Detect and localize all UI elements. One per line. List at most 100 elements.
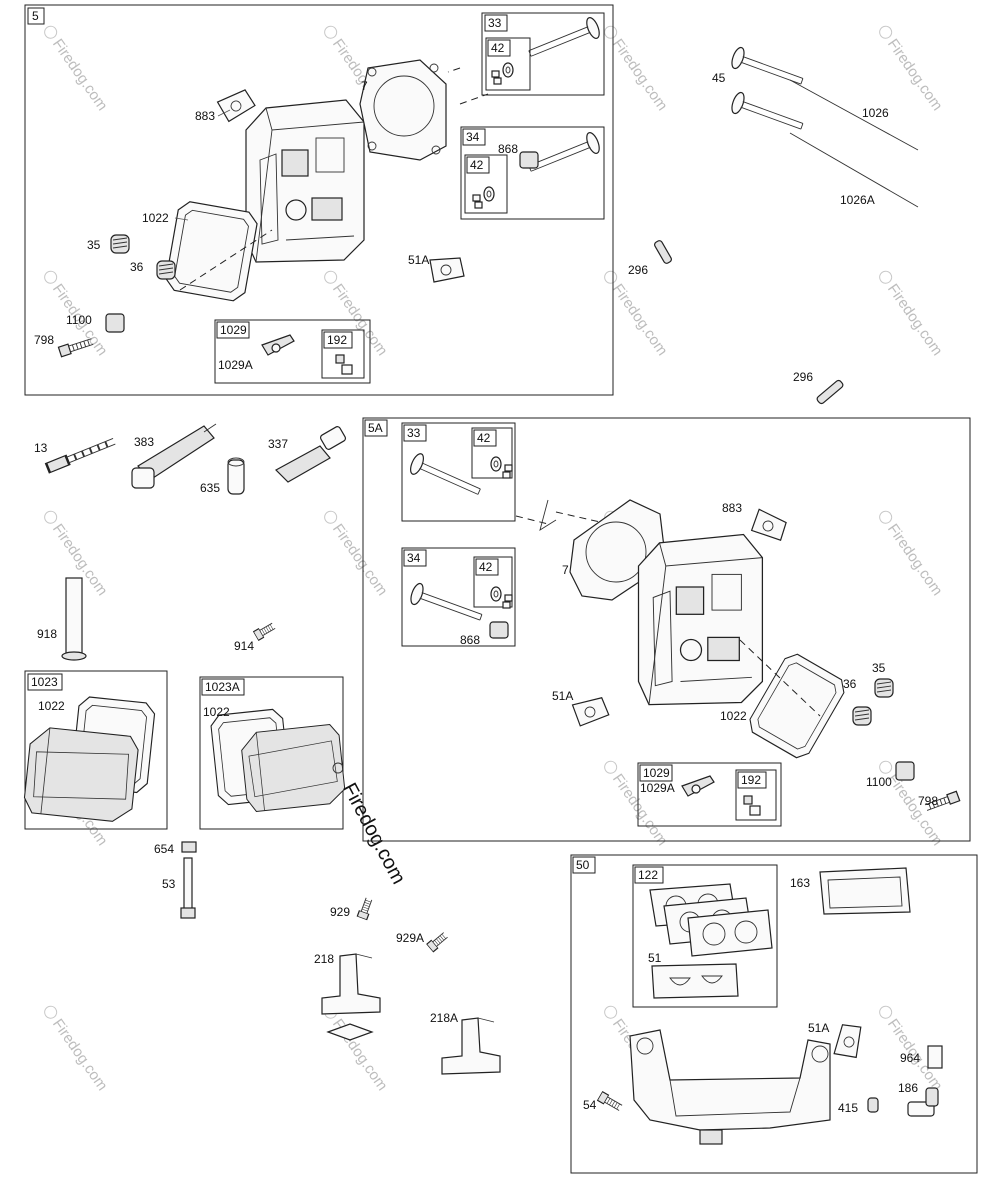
svg-text:50: 50 xyxy=(576,858,590,872)
elbow-fitting xyxy=(907,1087,939,1117)
pushrod-tube xyxy=(728,45,807,93)
valve-spring xyxy=(852,706,872,726)
fitting xyxy=(927,1045,943,1069)
group-5-tag: 5 xyxy=(27,7,45,25)
svg-text:192: 192 xyxy=(327,333,347,347)
group-5a-tag: 5A xyxy=(364,419,388,437)
screw xyxy=(356,896,375,921)
svg-text:122: 122 xyxy=(638,868,658,882)
svg-text:Firedog.com: Firedog.com xyxy=(609,281,671,359)
callout-218: 218 xyxy=(314,952,334,966)
exhaust-gasket xyxy=(819,867,911,915)
screw xyxy=(426,930,450,953)
dipstick-tube xyxy=(61,577,87,661)
svg-text:1023A: 1023A xyxy=(205,680,240,694)
callout-868: 868 xyxy=(460,633,480,647)
sub-box-42-top-b xyxy=(464,154,508,214)
callout-798: 798 xyxy=(34,333,54,347)
callout-1100: 1100 xyxy=(866,775,892,789)
group-50-box xyxy=(570,854,978,1174)
cylinder-head xyxy=(245,99,365,263)
callout-964: 964 xyxy=(900,1051,920,1065)
stud xyxy=(816,379,844,405)
valve-retainer xyxy=(491,62,514,85)
stud xyxy=(654,240,672,264)
svg-text:42: 42 xyxy=(470,158,484,172)
callout-53: 53 xyxy=(162,877,176,891)
callout-883: 883 xyxy=(722,501,742,515)
callout-1022: 1022 xyxy=(720,709,747,723)
breather-clip xyxy=(895,761,915,781)
watermark: Firedog.com xyxy=(324,510,391,599)
callout-13: 13 xyxy=(34,441,48,455)
sub-box-33-top xyxy=(481,12,605,96)
callout-654: 654 xyxy=(154,842,174,856)
sub-box-34-top-tag: 34 xyxy=(462,128,486,146)
head-bolt xyxy=(44,435,118,474)
breather-clip xyxy=(105,313,125,333)
callout-1029a: 1029A xyxy=(640,781,675,795)
watermark: Firedog.com xyxy=(44,1005,111,1094)
callout-1026a: 1026A xyxy=(840,193,875,207)
watermark: Firedog.com xyxy=(604,25,671,114)
valve-retainer xyxy=(490,586,513,609)
sub-box-192-mid-tag: 192 xyxy=(737,771,767,789)
valve-seal xyxy=(519,151,539,169)
rocker-cover xyxy=(22,725,140,824)
callout-1022: 1022 xyxy=(142,211,169,225)
callout-1100: 1100 xyxy=(66,313,92,327)
group-5-box xyxy=(24,4,614,396)
sub-box-1029-mid xyxy=(637,762,782,827)
spark-plug xyxy=(275,426,347,483)
group-5a-box xyxy=(362,417,971,842)
svg-text:5A: 5A xyxy=(368,421,383,435)
sub-box-42-mid-a xyxy=(471,427,513,479)
svg-text:5: 5 xyxy=(32,9,39,23)
sub-box-34-top xyxy=(460,126,605,220)
watermark-layer: Firedog.com Firedog.com Firedog.com Fire… xyxy=(44,25,946,1094)
rocker-arm xyxy=(681,775,715,797)
callout-7: 7 xyxy=(562,563,569,577)
callout-51a: 51A xyxy=(552,689,573,703)
svg-text:Firedog.com: Firedog.com xyxy=(609,36,671,114)
svg-text:Firedog.com: Firedog.com xyxy=(884,36,946,114)
callout-51a: 51A xyxy=(808,1021,829,1035)
valve-retainer xyxy=(472,186,495,209)
callout-914: 914 xyxy=(234,639,254,653)
sub-box-33-mid-tag: 33 xyxy=(403,424,427,442)
sub-box-192-top-tag: 192 xyxy=(323,331,353,349)
svg-text:34: 34 xyxy=(466,130,480,144)
watermark: Firedog.com xyxy=(44,25,111,114)
callout-415: 415 xyxy=(838,1101,858,1115)
svg-text:Firedog.com: Firedog.com xyxy=(884,521,946,599)
svg-text:192: 192 xyxy=(741,773,761,787)
svg-text:Firedog.com: Firedog.com xyxy=(49,36,111,114)
intake-manifold xyxy=(629,1029,831,1145)
sub-box-42-mid-b-tag: 42 xyxy=(475,558,499,576)
screw xyxy=(596,1091,624,1113)
svg-text:42: 42 xyxy=(477,431,491,445)
callout-296: 296 xyxy=(793,370,813,384)
group-1023a-tag: 1023A xyxy=(201,678,245,696)
callout-337: 337 xyxy=(268,437,288,451)
control-bracket xyxy=(321,953,381,1041)
sub-box-42-top-b-tag: 42 xyxy=(466,156,490,174)
svg-text:1029: 1029 xyxy=(220,323,247,337)
svg-text:34: 34 xyxy=(407,551,421,565)
sub-box-42-mid-b xyxy=(473,556,513,608)
callout-635: 635 xyxy=(200,481,220,495)
callout-51a: 51A xyxy=(408,253,429,267)
callout-163: 163 xyxy=(790,876,810,890)
svg-text:1029: 1029 xyxy=(643,766,670,780)
valve-retainer xyxy=(490,456,513,479)
svg-text:33: 33 xyxy=(407,426,421,440)
callout-798: 798 xyxy=(918,794,938,808)
screw xyxy=(252,620,277,641)
rocker-nut xyxy=(743,795,761,816)
watermark: Firedog.com xyxy=(324,1005,391,1094)
svg-text:1023: 1023 xyxy=(31,675,58,689)
callout-36: 36 xyxy=(843,677,857,691)
cylinder-head xyxy=(637,533,764,706)
callout-186: 186 xyxy=(898,1081,918,1095)
group-50-tag: 50 xyxy=(572,856,596,874)
